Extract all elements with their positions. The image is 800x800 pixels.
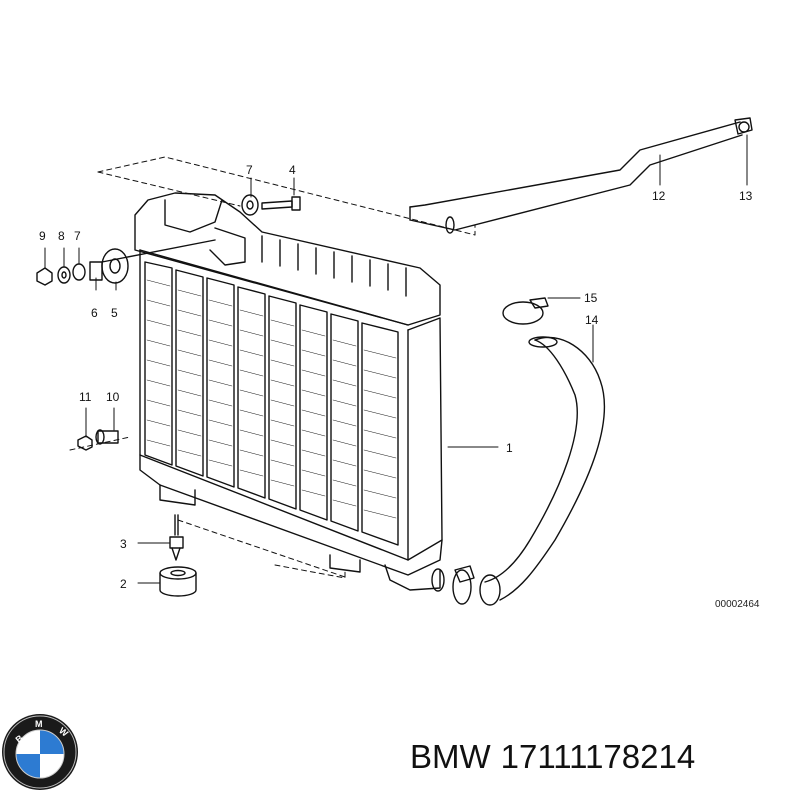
- callout-8: 8: [58, 229, 65, 243]
- callout-5: 5: [111, 306, 118, 320]
- drain-plug-3: [169, 514, 184, 561]
- callout-2: 2: [120, 577, 127, 591]
- callout-7-left: 7: [74, 229, 81, 243]
- bmw-logo: B M W: [2, 714, 78, 790]
- svg-text:B: B: [14, 733, 26, 745]
- callout-13: 13: [739, 189, 753, 203]
- callout-labels: 1 2 3 4 5 6 7 7 8 9 10 11 12 13 14 15 00…: [39, 163, 760, 610]
- svg-text:M: M: [35, 719, 43, 729]
- rubber-mount-2: [159, 566, 197, 597]
- lower-hose: [479, 336, 606, 606]
- callout-1: 1: [506, 441, 513, 455]
- lower-clamp: [452, 565, 475, 605]
- callout-12: 12: [652, 189, 666, 203]
- callout-7-top: 7: [246, 163, 253, 177]
- callout-3: 3: [120, 537, 127, 551]
- callout-10: 10: [106, 390, 120, 404]
- callout-4: 4: [289, 163, 296, 177]
- bolt-4: [261, 196, 301, 211]
- overflow-hose: [409, 121, 743, 234]
- washer-7-top: [241, 194, 259, 216]
- clamp-13: [734, 117, 753, 135]
- radiator: [134, 192, 445, 592]
- callout-6: 6: [91, 306, 98, 320]
- drawing-number: 00002464: [715, 599, 760, 610]
- reference-lines: [69, 156, 476, 579]
- callout-14: 14: [585, 313, 599, 327]
- brand-name: BMW: [410, 738, 491, 775]
- mount-hardware: [36, 239, 216, 286]
- part-number: 17111178214: [500, 738, 696, 775]
- clamp-15: [502, 297, 549, 325]
- callout-15: 15: [584, 291, 598, 305]
- callout-9: 9: [39, 229, 46, 243]
- leader-lines: [44, 134, 748, 584]
- callout-11: 11: [79, 390, 92, 404]
